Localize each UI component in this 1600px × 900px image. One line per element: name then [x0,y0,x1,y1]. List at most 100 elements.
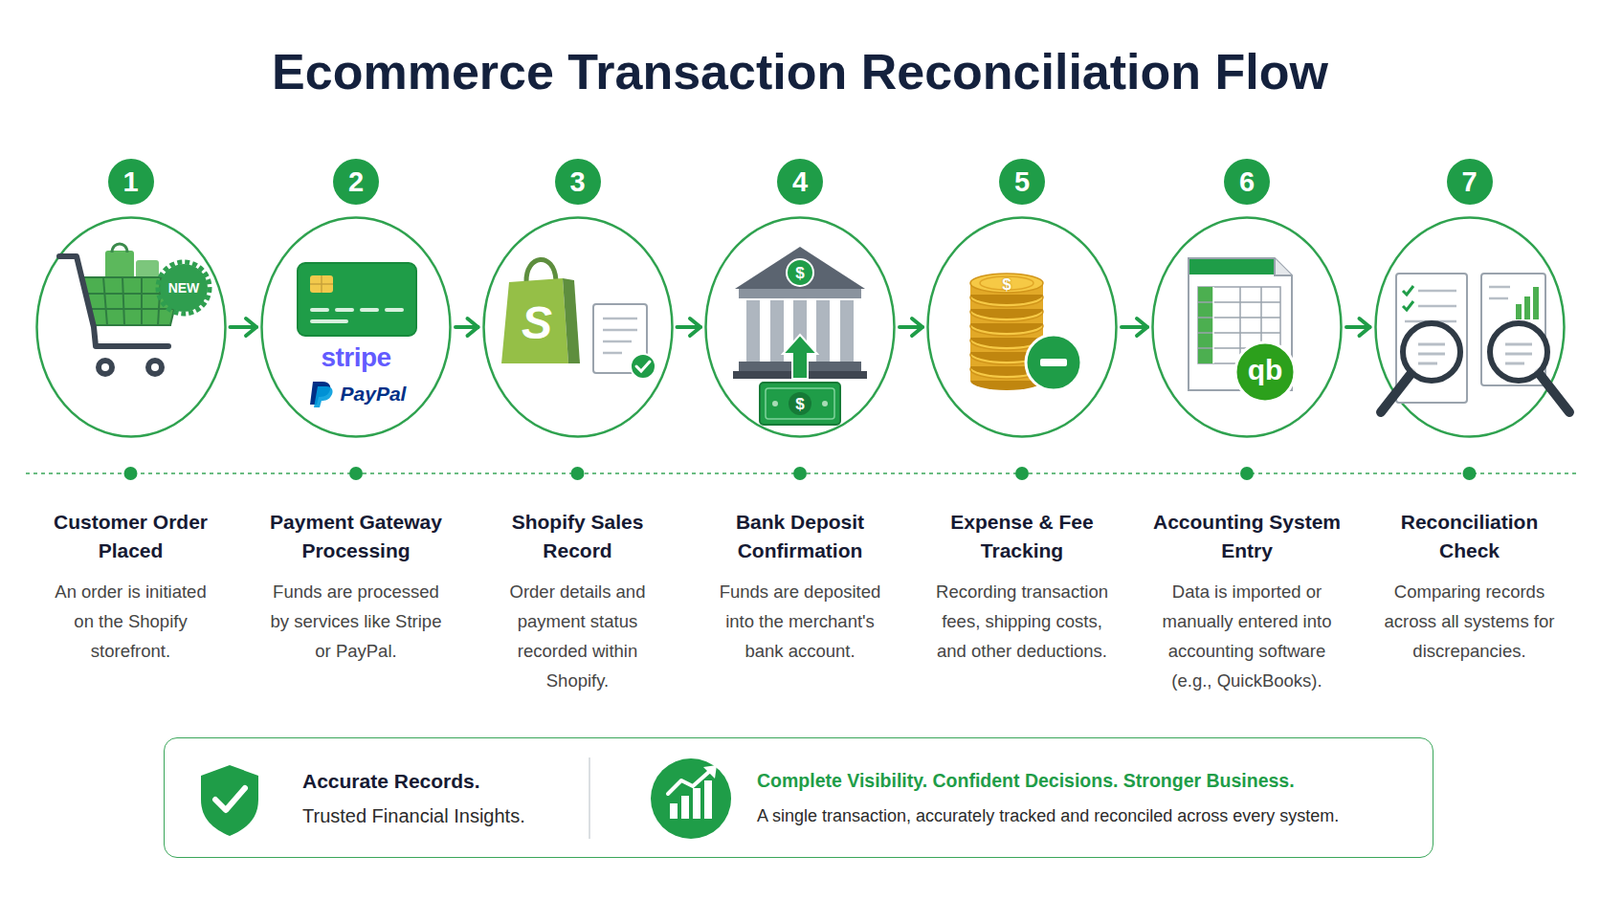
shopify-bag [501,278,569,364]
bag-icon [105,250,134,280]
timeline-dot [1240,466,1254,481]
coin [970,299,1044,319]
bank-column [770,300,784,362]
step-ellipse [1151,216,1343,439]
document [1481,273,1546,386]
sheet-grid [1198,347,1281,350]
step-ellipse-outline [1375,218,1564,438]
sheet-grid [1260,287,1263,364]
check-badge [630,354,656,379]
step-heading: Shopify Sales Record [479,508,676,566]
document-line [1488,297,1509,301]
card-chip-line [310,283,334,286]
flow-arrow [455,318,479,336]
sheet-grid [1198,301,1281,304]
step-heading: Customer Order Placed [32,508,229,566]
number-circle-fill [555,158,601,205]
bank-coin [786,259,814,287]
step-number: 1 [108,158,155,205]
step-number-text: 2 [333,158,379,205]
number-circle-fill [333,158,379,205]
arrow-shaft [1121,325,1148,330]
card-name [310,319,349,324]
step-number-text: 5 [999,158,1045,205]
coin [970,283,1044,295]
step-description: Order details and payment status recorde… [490,577,666,696]
number-circle-fill [1446,158,1493,205]
step-number: 2 [333,158,379,205]
lens-line [1418,362,1438,366]
bank-step [733,371,867,379]
document-line [1418,289,1457,293]
arrow-shaft [455,325,479,330]
step-ellipse-outline [1153,218,1342,438]
sheet-grid [1198,287,1281,364]
shield-check [215,788,245,811]
cart-basket [82,277,182,326]
growth-bar [692,788,701,820]
arrow-head [467,318,479,336]
cart-wheel-hub [101,363,110,372]
step-text-group: Expense & Fee TrackingRecording transact… [916,508,1128,667]
cart-grid [122,277,125,326]
timeline-dot [793,466,807,481]
diagram-title: Ecommerce Transaction Reconciliation Flo… [0,42,1600,102]
coin [970,359,1044,379]
coin [970,345,1044,365]
document-line [1404,320,1457,324]
step-description: Funds are deposited into the merchant's … [712,577,888,667]
step-heading: Bank Deposit Confirmation [702,508,899,566]
lens-line [1418,343,1445,347]
quickbooks-logo [1235,342,1295,402]
receipt-line [602,317,638,321]
coin-rim [979,276,1034,290]
check-mark [1402,301,1414,311]
step-ellipse [1374,216,1566,439]
deposit-arrow [782,334,818,379]
panel-text: Trusted Financial Insights. [302,804,526,828]
step-text-group: Customer Order PlacedAn order is initiat… [25,508,237,667]
step-description: Recording transaction fees, shipping cos… [934,577,1110,667]
magnifier-lens [1489,323,1548,381]
banknote-dot [822,400,828,407]
credit-card-edge [297,263,417,336]
arrow-shaft [677,325,702,330]
step-circle: Expense & Fee TrackingRecording transact… [926,216,1118,439]
lens-line [1505,353,1533,356]
panel-heading: Accurate Records. [302,769,481,794]
timeline-dot [1015,466,1029,481]
step-number-text: 6 [1223,158,1270,205]
card-chip-line [320,275,323,293]
step-ellipse [704,216,896,439]
coin [970,356,1044,377]
coin [970,371,1044,391]
card-digits [384,308,404,312]
step-ellipse-outline [706,218,895,438]
bank-roof [734,246,866,289]
cart-wheel [95,357,115,378]
coin [970,355,1044,367]
minus-badge [1025,334,1082,391]
timeline-dot [124,466,138,481]
banknote [759,382,841,425]
timeline-dot [571,466,585,481]
paypal-logo [313,386,334,408]
banknote-seal [788,392,812,416]
step-circle: Customer Order PlacedAn order is initiat… [35,216,227,439]
chart-bar [1524,296,1531,320]
step-number-text: 1 [108,158,155,205]
bank-column [816,300,830,362]
step-ellipse [926,216,1118,439]
chart-bar [1515,304,1522,320]
bank-base [738,361,862,372]
bank-column [746,300,760,362]
sheet-grid [1239,287,1242,364]
cart-grid [157,277,161,326]
cart-grid [103,277,108,326]
bank-beam [738,288,862,299]
arrow-head [911,318,923,336]
flow-arrow [899,318,923,336]
